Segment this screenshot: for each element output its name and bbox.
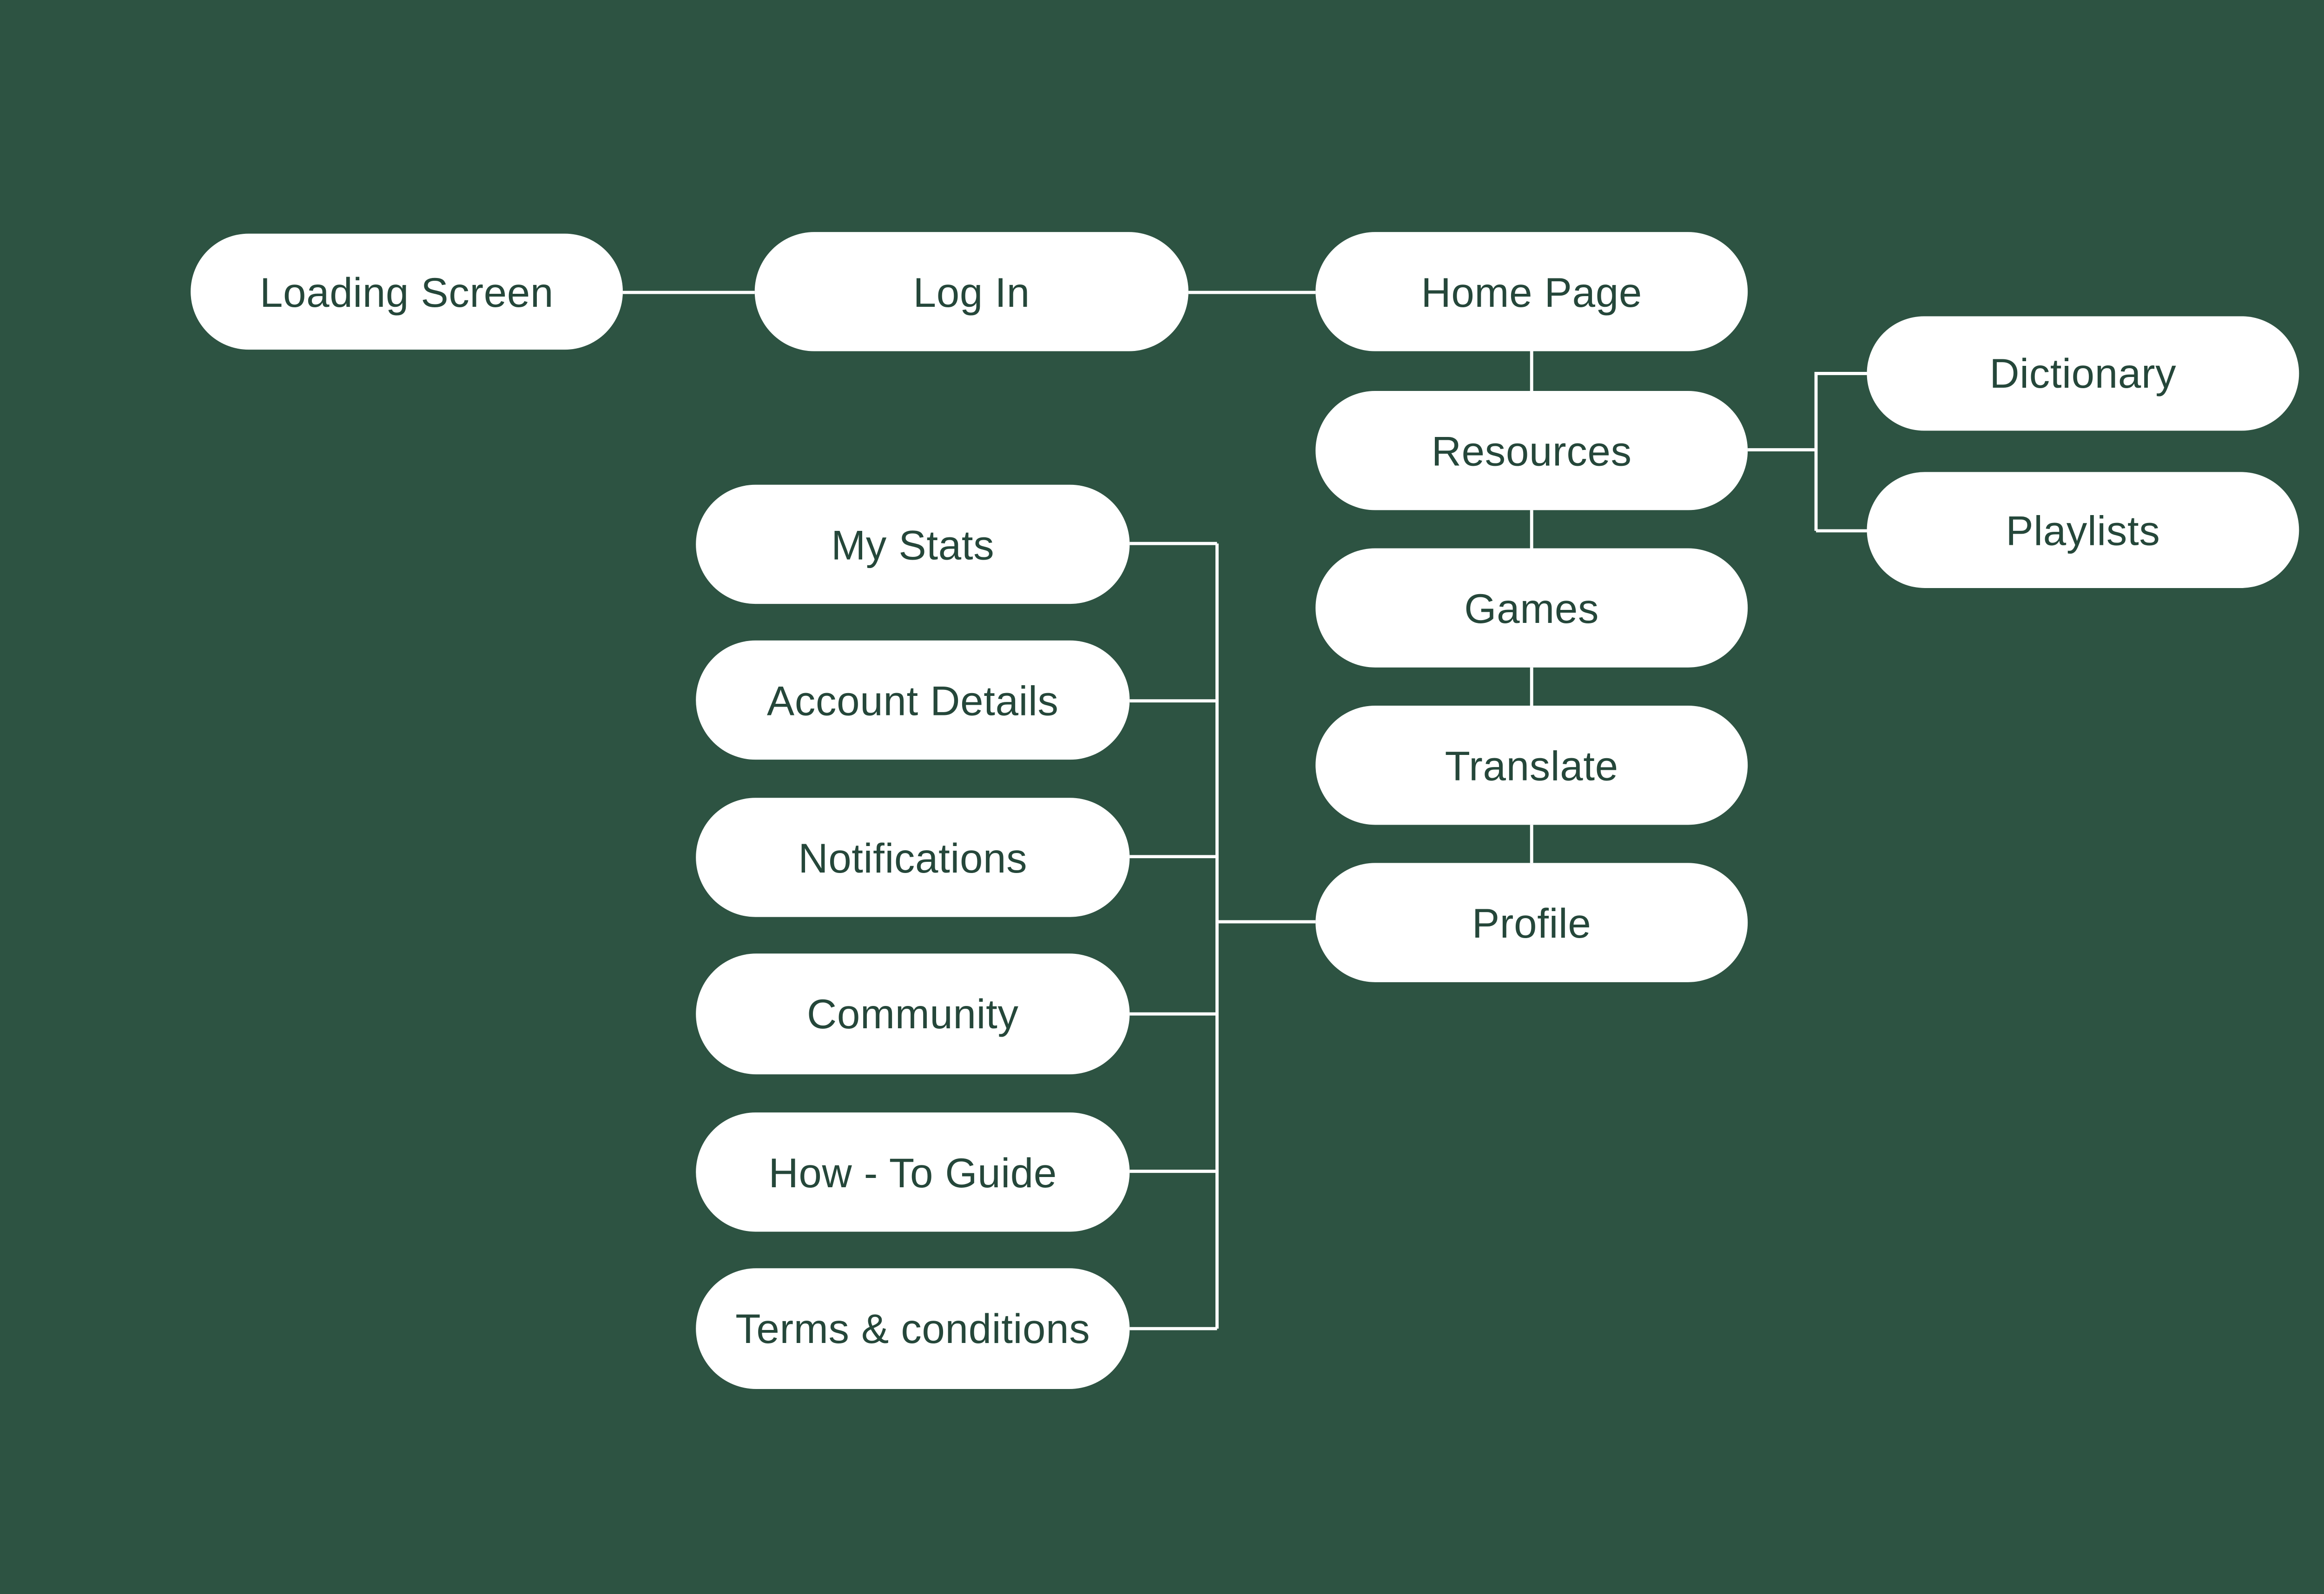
node-label: Dictionary [1989,350,2177,397]
node-account-details: Account Details [696,640,1130,760]
node-home-page: Home Page [1315,232,1748,351]
node-community: Community [696,953,1130,1075]
node-label: My Stats [831,520,995,569]
node-label: Resources [1431,426,1632,475]
node-terms-conditions: Terms & conditions [696,1268,1130,1389]
node-resources: Resources [1315,391,1748,510]
node-games: Games [1315,548,1748,668]
node-label: Notifications [798,833,1028,881]
node-notifications: Notifications [696,798,1130,917]
node-label: Profile [1472,899,1591,946]
node-translate: Translate [1315,705,1748,825]
node-label: How - To Guide [768,1148,1057,1196]
node-profile: Profile [1315,863,1748,982]
node-log-in: Log In [754,232,1188,351]
node-dictionary: Dictionary [1867,316,2299,431]
node-playlists: Playlists [1867,472,2299,588]
node-label: Translate [1445,741,1618,789]
node-how-to-guide: How - To Guide [696,1112,1130,1232]
node-label: Playlists [2006,506,2160,554]
node-label: Home Page [1421,268,1642,316]
edge-branch-dictionary [1814,371,1867,531]
node-label: Terms & conditions [735,1304,1090,1353]
node-loading-screen: Loading Screen [191,233,623,350]
node-label: Log In [913,268,1030,316]
node-label: Loading Screen [259,268,554,316]
node-my-stats: My Stats [696,484,1130,604]
node-label: Account Details [766,676,1059,724]
node-label: Community [807,990,1019,1038]
node-label: Games [1464,584,1599,632]
